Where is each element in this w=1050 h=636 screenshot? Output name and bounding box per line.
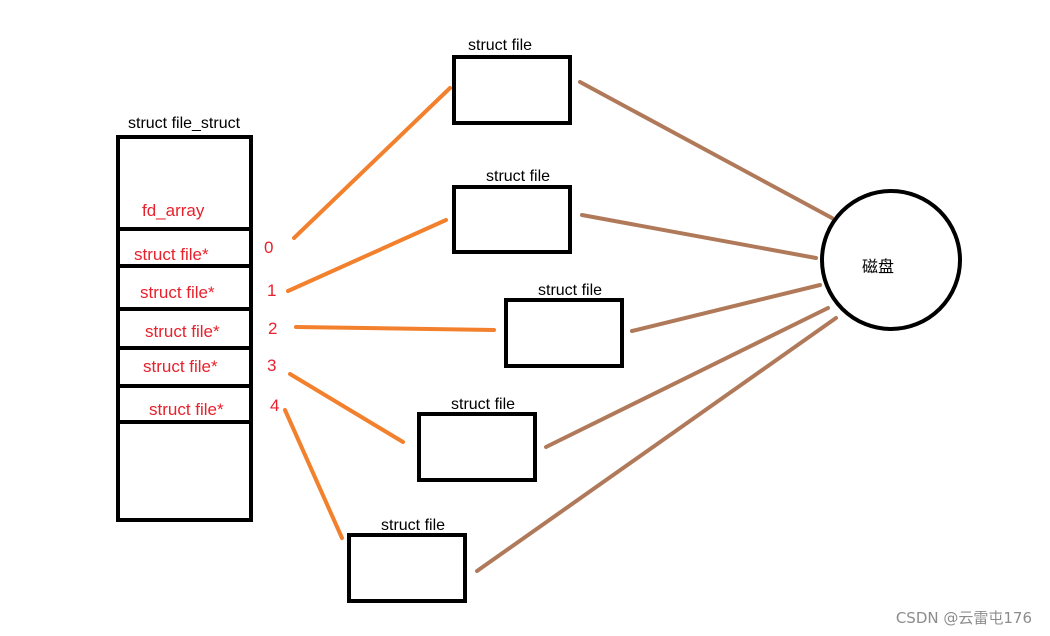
- disk-circle: [820, 189, 962, 331]
- disk-line-3: [630, 283, 822, 333]
- slot-label-1: struct file*: [140, 283, 215, 302]
- file-box-5: [347, 533, 467, 603]
- pointer-line-0: [292, 86, 452, 240]
- file-struct-box: [116, 135, 253, 522]
- slot-index-3: 3: [267, 356, 276, 375]
- slot-index-2: 2: [268, 319, 277, 338]
- file-title-5: struct file: [381, 517, 445, 534]
- file-box-4: [417, 412, 537, 482]
- slot-label-4: struct file*: [149, 400, 224, 419]
- file-title-2: struct file: [486, 168, 550, 185]
- slot-label-0: struct file*: [134, 245, 209, 264]
- watermark: CSDN @云雷屯176: [896, 609, 1032, 627]
- pointer-line-2: [294, 325, 496, 332]
- file-title-1: struct file: [468, 37, 532, 54]
- disk-line-5: [475, 316, 838, 573]
- file-struct-title: struct file_struct: [128, 115, 241, 132]
- file-box-1: [452, 55, 572, 125]
- disk-line-1: [578, 80, 834, 220]
- slot-index-1: 1: [267, 281, 276, 300]
- pointer-line-3: [288, 372, 405, 444]
- file-box-3: [504, 298, 624, 368]
- fd-array-label: fd_array: [142, 201, 205, 220]
- file-title-4: struct file: [451, 396, 515, 413]
- pointer-line-1: [286, 218, 448, 293]
- slot-label-2: struct file*: [145, 322, 220, 341]
- disk-line-2: [580, 213, 818, 260]
- file-box-2: [452, 185, 572, 254]
- disk-line-4: [544, 306, 830, 449]
- slot-index-4: 4: [270, 396, 279, 415]
- pointer-line-4: [283, 408, 344, 540]
- slot-index-0: 0: [264, 238, 273, 257]
- file-title-3: struct file: [538, 282, 602, 299]
- disk-label: 磁盘: [862, 257, 894, 276]
- slot-label-3: struct file*: [143, 357, 218, 376]
